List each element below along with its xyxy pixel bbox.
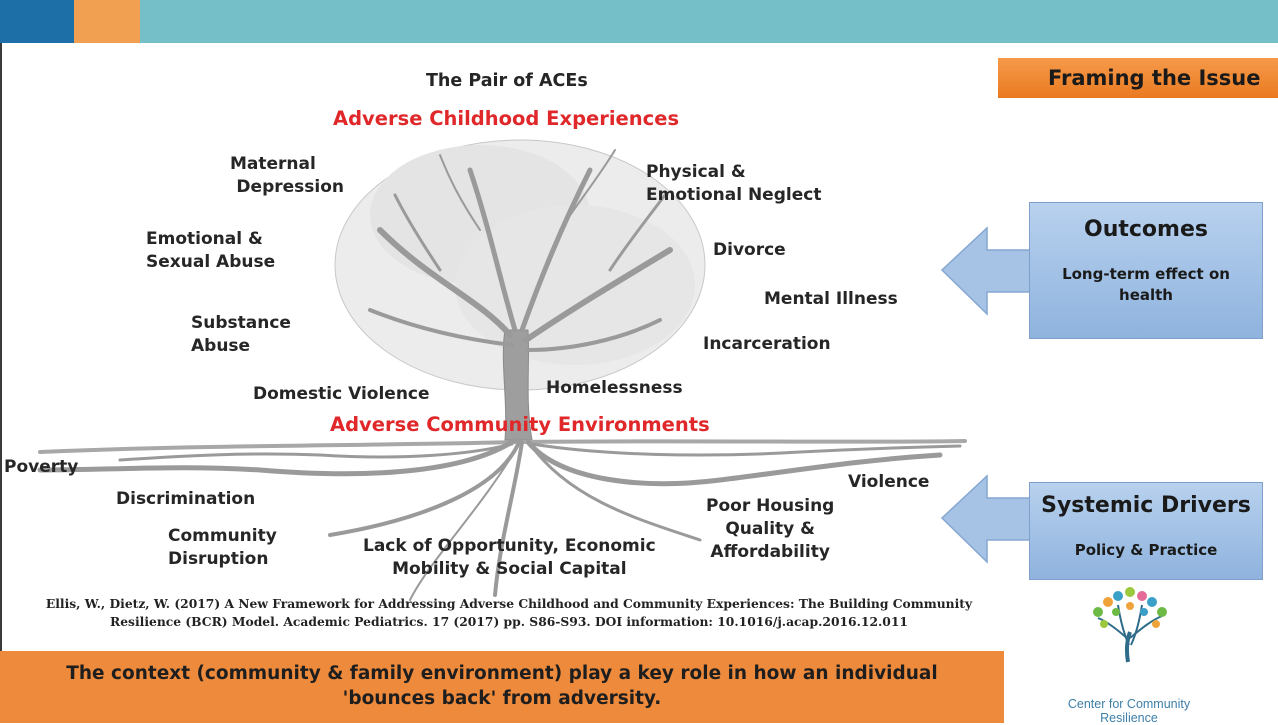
- label-discrimination: Discrimination: [116, 489, 256, 509]
- tree-trunk: [502, 329, 533, 441]
- label-violence: Violence: [848, 472, 930, 492]
- tree-root: [118, 442, 514, 462]
- outcomes-box: Outcomes Long-term effect on health: [1029, 202, 1263, 339]
- tree-branch: [377, 227, 513, 338]
- tree-root: [530, 442, 962, 457]
- label-lack-of-opportunity: Lack of Opportunity, Economic Mobility &…: [363, 536, 656, 579]
- label-poor-housing: Poor Housing Quality & Affordability: [706, 496, 835, 562]
- logo-caption: Center for Community Resilience: [1067, 697, 1191, 725]
- drivers-title: Systemic Drivers: [1041, 493, 1251, 518]
- top-bar-orange-block: [74, 0, 140, 43]
- top-bar: [0, 0, 1278, 43]
- drivers-arrow: [940, 474, 1031, 564]
- label-substance-abuse: Substance Abuse: [191, 313, 291, 356]
- drivers-subtitle: Policy & Practice: [1074, 541, 1218, 559]
- label-emotional-sexual-abuse: Emotional & Sexual Abuse: [146, 229, 276, 272]
- outcomes-subtitle: Long-term effect on health: [1062, 265, 1230, 304]
- tree-branch: [368, 308, 514, 347]
- tree-branch: [608, 193, 667, 272]
- logo-tree-icon: [1093, 587, 1167, 663]
- label-community-disruption: Community Disruption: [168, 526, 277, 569]
- systemic-drivers-box: Systemic Drivers Policy & Practice: [1029, 482, 1263, 580]
- tree-branch: [519, 167, 593, 333]
- outcomes-title: Outcomes: [1084, 217, 1208, 242]
- top-bar-blue-block: [0, 0, 74, 43]
- label-domestic-violence: Domestic Violence: [253, 384, 430, 404]
- label-homelessness: Homelessness: [546, 378, 683, 398]
- tree-root: [493, 440, 524, 597]
- citation: Ellis, W., Dietz, W. (2017) A New Framew…: [45, 596, 973, 629]
- tree-branch: [559, 149, 616, 231]
- tree-branch: [523, 247, 673, 343]
- tree-branch: [467, 167, 518, 333]
- tree-root: [528, 442, 702, 542]
- tree-root: [37, 437, 518, 477]
- tree-branch: [393, 193, 442, 272]
- slide-left-border: [0, 43, 2, 723]
- tree-illustration: [37, 139, 967, 601]
- label-physical-emotional-neglect: Physical & Emotional Neglect: [646, 162, 822, 205]
- label-poverty: Poverty: [4, 457, 79, 477]
- label-divorce: Divorce: [713, 240, 786, 260]
- outcomes-arrow: [940, 226, 1031, 316]
- label-maternal-depression: Maternal Depression: [230, 154, 344, 197]
- tree-branch: [439, 154, 481, 231]
- label-incarceration: Incarceration: [703, 334, 831, 354]
- label-mental-illness: Mental Illness: [764, 289, 898, 309]
- framing-tab: Framing the Issue: [998, 58, 1278, 98]
- tree-branch: [526, 318, 662, 352]
- tree-root: [525, 439, 943, 487]
- context-banner: The context (community & family environm…: [0, 651, 1004, 723]
- diagram-title: The Pair of ACEs: [426, 71, 588, 91]
- childhood-heading: Adverse Childhood Experiences: [333, 107, 680, 130]
- community-heading: Adverse Community Environments: [330, 413, 710, 436]
- tree-root: [409, 445, 519, 601]
